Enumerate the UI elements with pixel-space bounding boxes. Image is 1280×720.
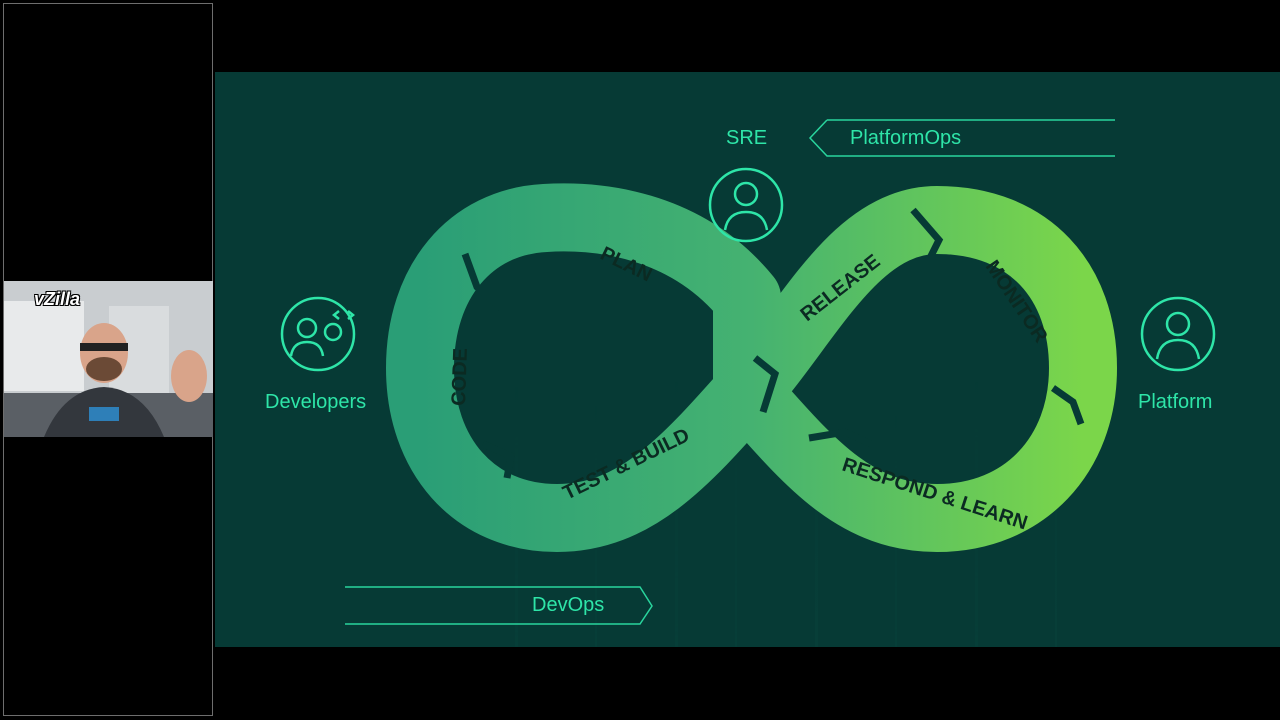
platform-label: Platform bbox=[1138, 391, 1213, 413]
webcam-scene bbox=[4, 281, 213, 437]
slide-devops-loop: PLAN CODE TEST & BUILD RELEASE MONITOR R… bbox=[215, 72, 1280, 647]
webcam-video: vZilla bbox=[4, 281, 213, 437]
stage-label-code: CODE bbox=[448, 348, 472, 407]
platformops-banner bbox=[808, 119, 1115, 157]
infinity-loop-band bbox=[386, 183, 1117, 552]
developers-label: Developers bbox=[265, 391, 367, 413]
webcam-overlay-label: vZilla bbox=[34, 289, 81, 309]
infinity-loop-graphic: PLAN CODE TEST & BUILD RELEASE MONITOR R… bbox=[280, 119, 1216, 647]
devops-banner bbox=[345, 586, 653, 625]
sre-label: SRE bbox=[726, 127, 768, 149]
developers-icon bbox=[280, 296, 356, 372]
devops-label: DevOps bbox=[532, 594, 605, 616]
platform-person-icon bbox=[1140, 296, 1216, 372]
platformops-label: PlatformOps bbox=[850, 127, 962, 149]
loop-segment-dividers bbox=[461, 207, 1085, 479]
sre-person-icon bbox=[708, 167, 784, 243]
